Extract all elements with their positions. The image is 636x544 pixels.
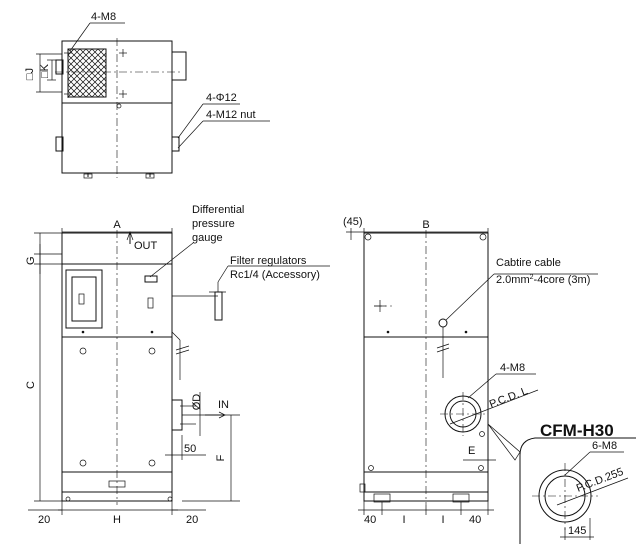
detail-cfm-h30: CFM-H30 6-M8 P.C.D.255 145 [487, 421, 636, 544]
dim-k-label: □K [39, 63, 51, 78]
label-gauge-1: Differential [192, 204, 244, 216]
label-4-m8-side: 4-M8 [500, 362, 525, 374]
label-gauge-2: pressure [192, 218, 235, 230]
label-cable-2: 2.0mm2-4core (3m) [496, 274, 590, 286]
dim-i-right: I [441, 514, 444, 526]
side-view: (45) B E 40 I I 40 Cabtire cable 2.0mm2-… [343, 216, 598, 526]
dim-40-right: 40 [469, 514, 481, 526]
front-view: OUT A G C 20 H 20 F ØD IN [25, 204, 330, 526]
dim-g: G [25, 256, 37, 265]
dim-20-right: 20 [186, 514, 198, 526]
pressure-gauge [144, 275, 158, 283]
dim-f: F [215, 454, 227, 461]
label-4-m8-top: 4-M8 [91, 11, 116, 23]
label-4-m12-nut: 4-M12 nut [206, 109, 256, 121]
dim-e: E [468, 445, 475, 457]
label-pcd-l: P.C.D. L [488, 385, 530, 411]
control-panel [65, 269, 103, 329]
label-gauge-3: gauge [192, 232, 223, 244]
dim-50: 50 [184, 443, 196, 455]
label-out: OUT [134, 240, 158, 252]
dim-od: ØD [191, 394, 203, 411]
dim-c: C [25, 381, 37, 389]
label-filter-1: Filter regulators [230, 255, 307, 267]
dim-40-left: 40 [364, 514, 376, 526]
detail-label-pcd255: P.C.D.255 [575, 466, 625, 495]
dim-i-left: I [402, 514, 405, 526]
detail-title: CFM-H30 [540, 421, 614, 440]
cable-gland [438, 318, 448, 328]
top-view: □J □K 4-M8 4-Φ12 4-M12 nut [24, 11, 270, 179]
label-4-phi12: 4-Φ12 [206, 92, 237, 104]
dim-45: (45) [343, 216, 363, 228]
dim-145: 145 [568, 525, 586, 537]
dim-b: B [422, 219, 429, 231]
dim-j-label: □J [24, 68, 36, 80]
label-in: IN [218, 399, 229, 411]
dim-h: H [113, 514, 121, 526]
dim-20-left: 20 [38, 514, 50, 526]
detail-label-6-m8: 6-M8 [592, 440, 617, 452]
dim-a: A [113, 219, 121, 231]
label-filter-2: Rc1/4 (Accessory) [230, 269, 320, 281]
label-cable-1: Cabtire cable [496, 257, 561, 269]
